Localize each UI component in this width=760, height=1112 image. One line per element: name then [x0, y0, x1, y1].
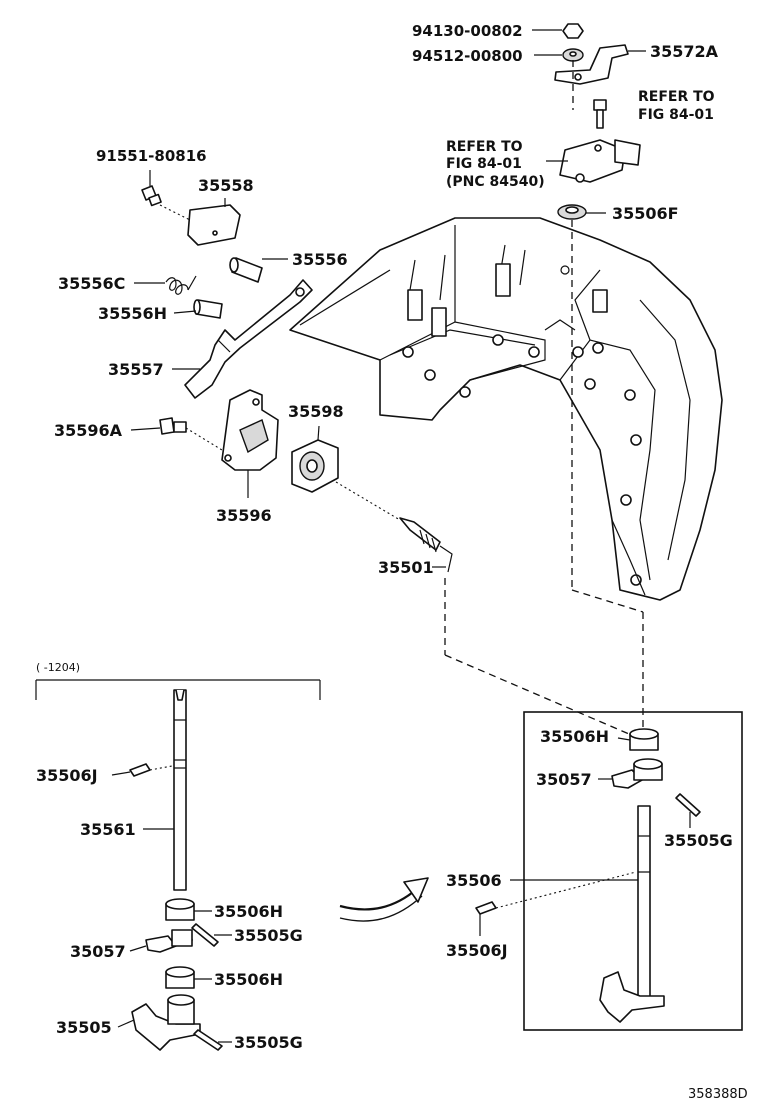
pin-35556H	[193, 299, 223, 319]
label-35556H: 35556H	[98, 304, 167, 323]
label-35057-right: 35057	[536, 770, 592, 789]
label-35556: 35556	[292, 250, 348, 269]
label-35506: 35506	[446, 871, 502, 890]
arrow-icon	[339, 877, 429, 922]
washer-94512	[562, 48, 584, 62]
label-35506H-right: 35506H	[540, 727, 609, 746]
collar-35506H-left1	[165, 898, 195, 921]
pin-35505G-left2	[193, 1029, 223, 1051]
label-35057-left: 35057	[70, 942, 126, 961]
pin-35505G-right	[675, 793, 701, 817]
collar-35506H-right	[629, 728, 659, 751]
label-35596A: 35596A	[54, 421, 123, 440]
bolt-35596A	[159, 417, 187, 435]
label-91551: 91551-80816	[96, 147, 207, 165]
label-35598: 35598	[288, 402, 344, 421]
label-35506J-left: 35506J	[36, 766, 98, 785]
pin-35506J-left	[129, 763, 151, 777]
range-bracket	[35, 679, 321, 700]
ref-a-line2: FIG 84-01	[638, 107, 714, 123]
neutral-start-switch	[559, 139, 641, 183]
pin-35506J-right	[475, 901, 497, 915]
label-35556C: 35556C	[58, 274, 125, 293]
shaft-35561	[173, 689, 187, 891]
label-35505: 35505	[56, 1018, 112, 1037]
lever-35505	[131, 994, 201, 1051]
collar-35506H-left2	[165, 966, 195, 989]
label-94512: 94512-00800	[412, 47, 523, 65]
ref-a-line1: REFER TO	[638, 89, 715, 105]
nut-94130	[562, 23, 584, 39]
cover-35558	[187, 204, 241, 246]
detent-35598	[291, 439, 339, 493]
shaft-35506	[599, 805, 665, 1023]
label-35572A: 35572A	[650, 42, 719, 61]
label-35501: 35501	[378, 558, 434, 577]
spring-35556C	[165, 275, 197, 295]
range-label: ( -1204)	[36, 661, 80, 674]
diagram-code: 358388D	[688, 1087, 748, 1102]
label-35596: 35596	[216, 506, 272, 525]
clamp-35057-right	[611, 758, 663, 789]
label-94130: 94130-00802	[412, 22, 523, 40]
label-35561: 35561	[80, 820, 136, 839]
ref-b-line1: REFER TO	[446, 139, 523, 155]
lever-35557	[184, 279, 313, 399]
ref-b-line2: FIG 84-01	[446, 156, 522, 172]
label-35506H-left1: 35506H	[214, 902, 283, 921]
bolt-91551	[141, 185, 162, 207]
transmission-housing	[289, 217, 723, 601]
label-35506J-right: 35506J	[446, 941, 508, 960]
ref-b-line3: (PNC 84540)	[446, 174, 545, 190]
pin-35556	[229, 257, 263, 283]
label-35505G-right: 35505G	[664, 831, 733, 850]
label-35557: 35557	[108, 360, 164, 379]
label-35506H-left2: 35506H	[214, 970, 283, 989]
oil-seal-35506F	[557, 204, 587, 220]
leader-lines	[111, 29, 691, 1043]
detail-box	[523, 711, 743, 1031]
plate-35596	[221, 389, 279, 471]
label-35558: 35558	[198, 176, 254, 195]
clamp-35057-left	[145, 929, 193, 953]
label-35505G-left2: 35505G	[234, 1033, 303, 1052]
rod-35501	[399, 517, 453, 573]
pin-35505G-left1	[191, 923, 219, 947]
label-35505G-left1: 35505G	[234, 926, 303, 945]
bolt-refer-fig84	[593, 99, 607, 129]
label-35506F: 35506F	[612, 204, 679, 223]
